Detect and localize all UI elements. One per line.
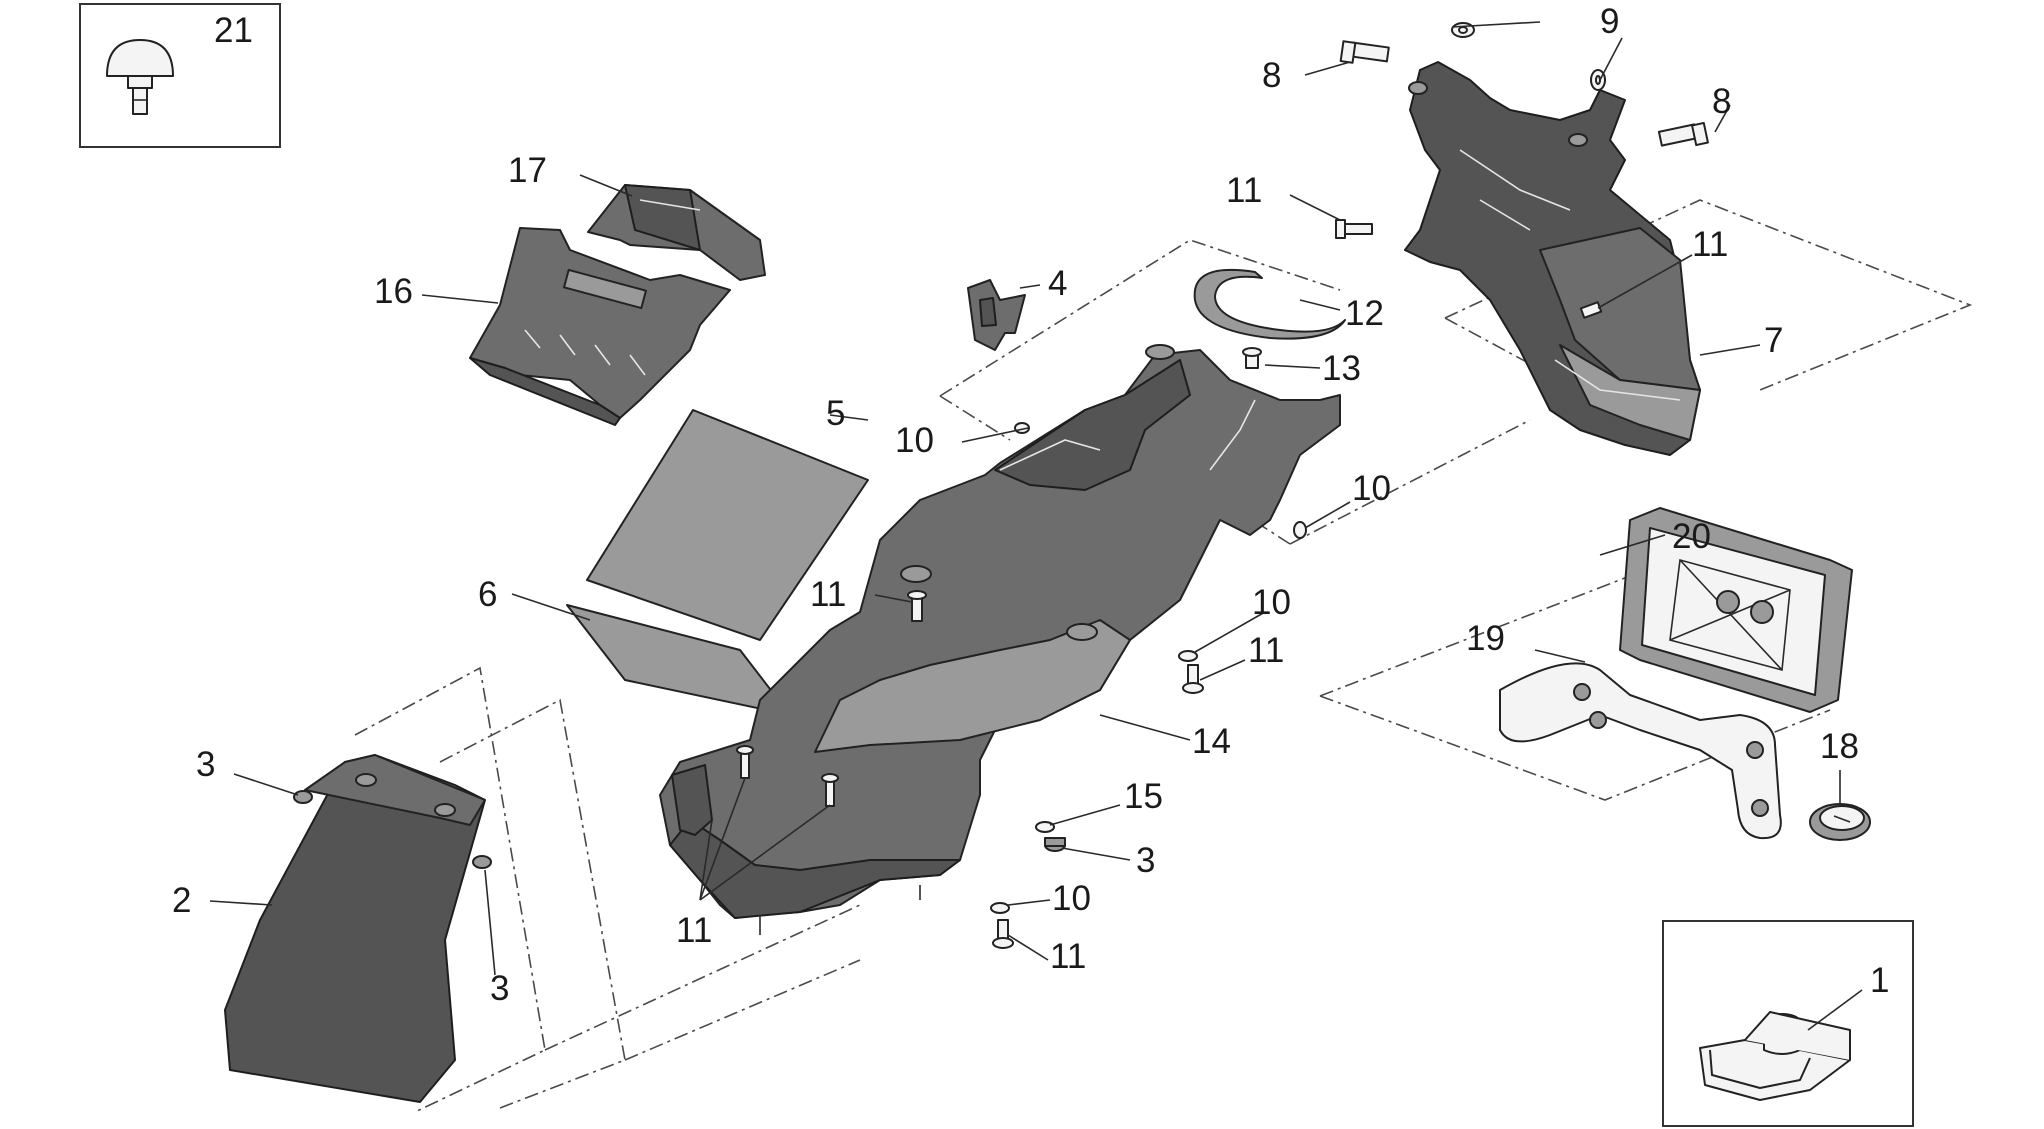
screw-part-11-tray	[907, 590, 927, 622]
callout-part-11-upper: 11	[1226, 171, 1262, 210]
push-rivet-part-21	[106, 39, 174, 115]
washer-part-10-c	[1178, 650, 1198, 662]
nut-part-3-flap-top	[293, 790, 313, 804]
callout-part-10-d: 10	[1052, 879, 1091, 918]
screw-part-13	[1242, 347, 1262, 369]
callout-part-14: 14	[1192, 722, 1231, 761]
callout-part-4: 4	[1048, 264, 1067, 303]
callout-part-1: 1	[1870, 961, 1889, 1000]
leader-lines	[209, 21, 1863, 1031]
callout-part-8-left: 8	[1262, 56, 1281, 95]
sheet-part-5	[586, 409, 869, 641]
callout-part-18: 18	[1820, 727, 1859, 766]
screw-part-11-bottom	[992, 919, 1014, 949]
callout-part-9: 9	[1600, 2, 1619, 41]
callout-part-3-tray: 3	[1136, 841, 1155, 880]
screw-part-11-side	[1182, 664, 1204, 694]
callout-labels: 21 17 16 5 6 3 2 3 11 11 4 10 10 10 11 1…	[172, 2, 1889, 1008]
speed-nut-clip-part-1	[1699, 1011, 1851, 1101]
inset-box-part-21	[79, 3, 281, 148]
callout-part-13: 13	[1322, 349, 1361, 388]
bolt-part-8-right	[1657, 121, 1709, 147]
fasteners	[293, 22, 1709, 949]
callout-part-10-a: 10	[895, 421, 934, 460]
callout-part-19: 19	[1466, 619, 1505, 658]
callout-part-21: 21	[214, 11, 253, 50]
cover-plate-part-16	[469, 227, 731, 426]
clip-part-4	[967, 279, 1026, 351]
callout-part-20: 20	[1672, 517, 1711, 556]
callout-part-11-bottom: 11	[1050, 937, 1086, 976]
washer-part-9-top	[1451, 22, 1475, 38]
bracket-part-17	[587, 184, 766, 281]
nut-part-3-flap-side	[472, 855, 492, 869]
callout-part-11-tray: 11	[810, 575, 846, 614]
assembly-outline-lines	[354, 199, 1973, 1113]
bracket-part-19	[1499, 662, 1782, 840]
grommet-part-18	[1809, 803, 1871, 841]
mud-flap-part-2	[224, 754, 486, 1103]
inset-box-part-1	[1662, 920, 1914, 1127]
nut-part-3-tray	[1044, 837, 1066, 852]
washer-part-10-b	[1293, 521, 1307, 539]
callout-part-17: 17	[508, 151, 547, 190]
callout-part-3-flap-top: 3	[196, 745, 215, 784]
callout-part-7: 7	[1764, 321, 1783, 360]
callout-part-5: 5	[826, 394, 845, 433]
washer-part-10-d	[990, 902, 1010, 914]
callout-part-15: 15	[1124, 777, 1163, 816]
screw-part-11-upper	[1335, 219, 1373, 239]
callout-part-3-flap-side: 3	[490, 969, 509, 1008]
callout-part-11-side: 11	[1248, 631, 1284, 670]
callout-part-10-b: 10	[1352, 469, 1391, 508]
callout-part-11-frame: 11	[1692, 225, 1728, 264]
callout-part-2: 2	[172, 881, 191, 920]
rear-bracket-part-7	[1404, 61, 1701, 456]
callout-part-16: 16	[374, 272, 413, 311]
callout-part-10-c: 10	[1252, 583, 1291, 622]
callout-part-8-right: 8	[1712, 82, 1731, 121]
callout-part-12: 12	[1345, 294, 1384, 333]
washer-part-9-lower	[1590, 69, 1606, 91]
band-part-12	[1193, 268, 1346, 340]
plate-holder-part-20	[1619, 507, 1853, 713]
bolt-part-8-left	[1339, 40, 1390, 64]
callout-part-11-front: 11	[676, 911, 712, 950]
callout-part-6: 6	[478, 575, 497, 614]
washer-part-15	[1035, 821, 1055, 833]
